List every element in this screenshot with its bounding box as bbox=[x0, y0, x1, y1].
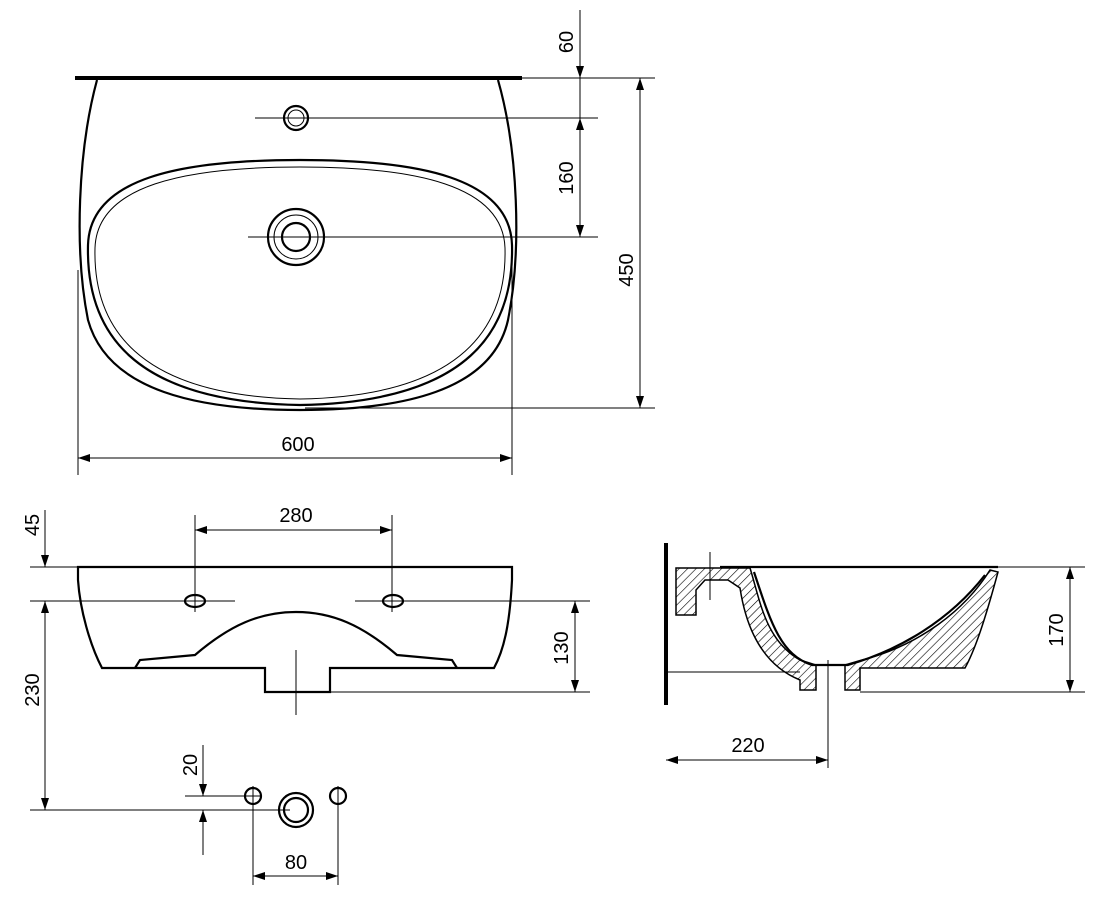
label-220: 220 bbox=[731, 735, 764, 757]
label-600: 600 bbox=[281, 434, 314, 456]
bowl-profile bbox=[720, 565, 998, 667]
section-hatch bbox=[675, 567, 817, 691]
basin-outline bbox=[78, 79, 518, 412]
label-450: 450 bbox=[616, 253, 638, 286]
hole-detail: 20 80 bbox=[180, 745, 348, 885]
side-view: 170 220 bbox=[664, 543, 1085, 768]
label-160: 160 bbox=[556, 161, 578, 194]
label-280: 280 bbox=[279, 505, 312, 527]
front-view: 280 45 130 230 bbox=[22, 505, 590, 811]
bowl-inner bbox=[94, 166, 506, 400]
front-outline bbox=[76, 565, 514, 694]
label-80: 80 bbox=[285, 852, 307, 874]
top-view: 60 160 450 600 bbox=[75, 10, 655, 475]
front-arch bbox=[134, 610, 458, 669]
label-170: 170 bbox=[1046, 613, 1068, 646]
label-60: 60 bbox=[556, 31, 578, 53]
label-130: 130 bbox=[551, 631, 573, 664]
label-20: 20 bbox=[180, 754, 202, 776]
waste-hole bbox=[277, 791, 315, 829]
label-45: 45 bbox=[22, 514, 44, 536]
label-230: 230 bbox=[22, 673, 44, 706]
bowl-outline bbox=[86, 158, 514, 407]
